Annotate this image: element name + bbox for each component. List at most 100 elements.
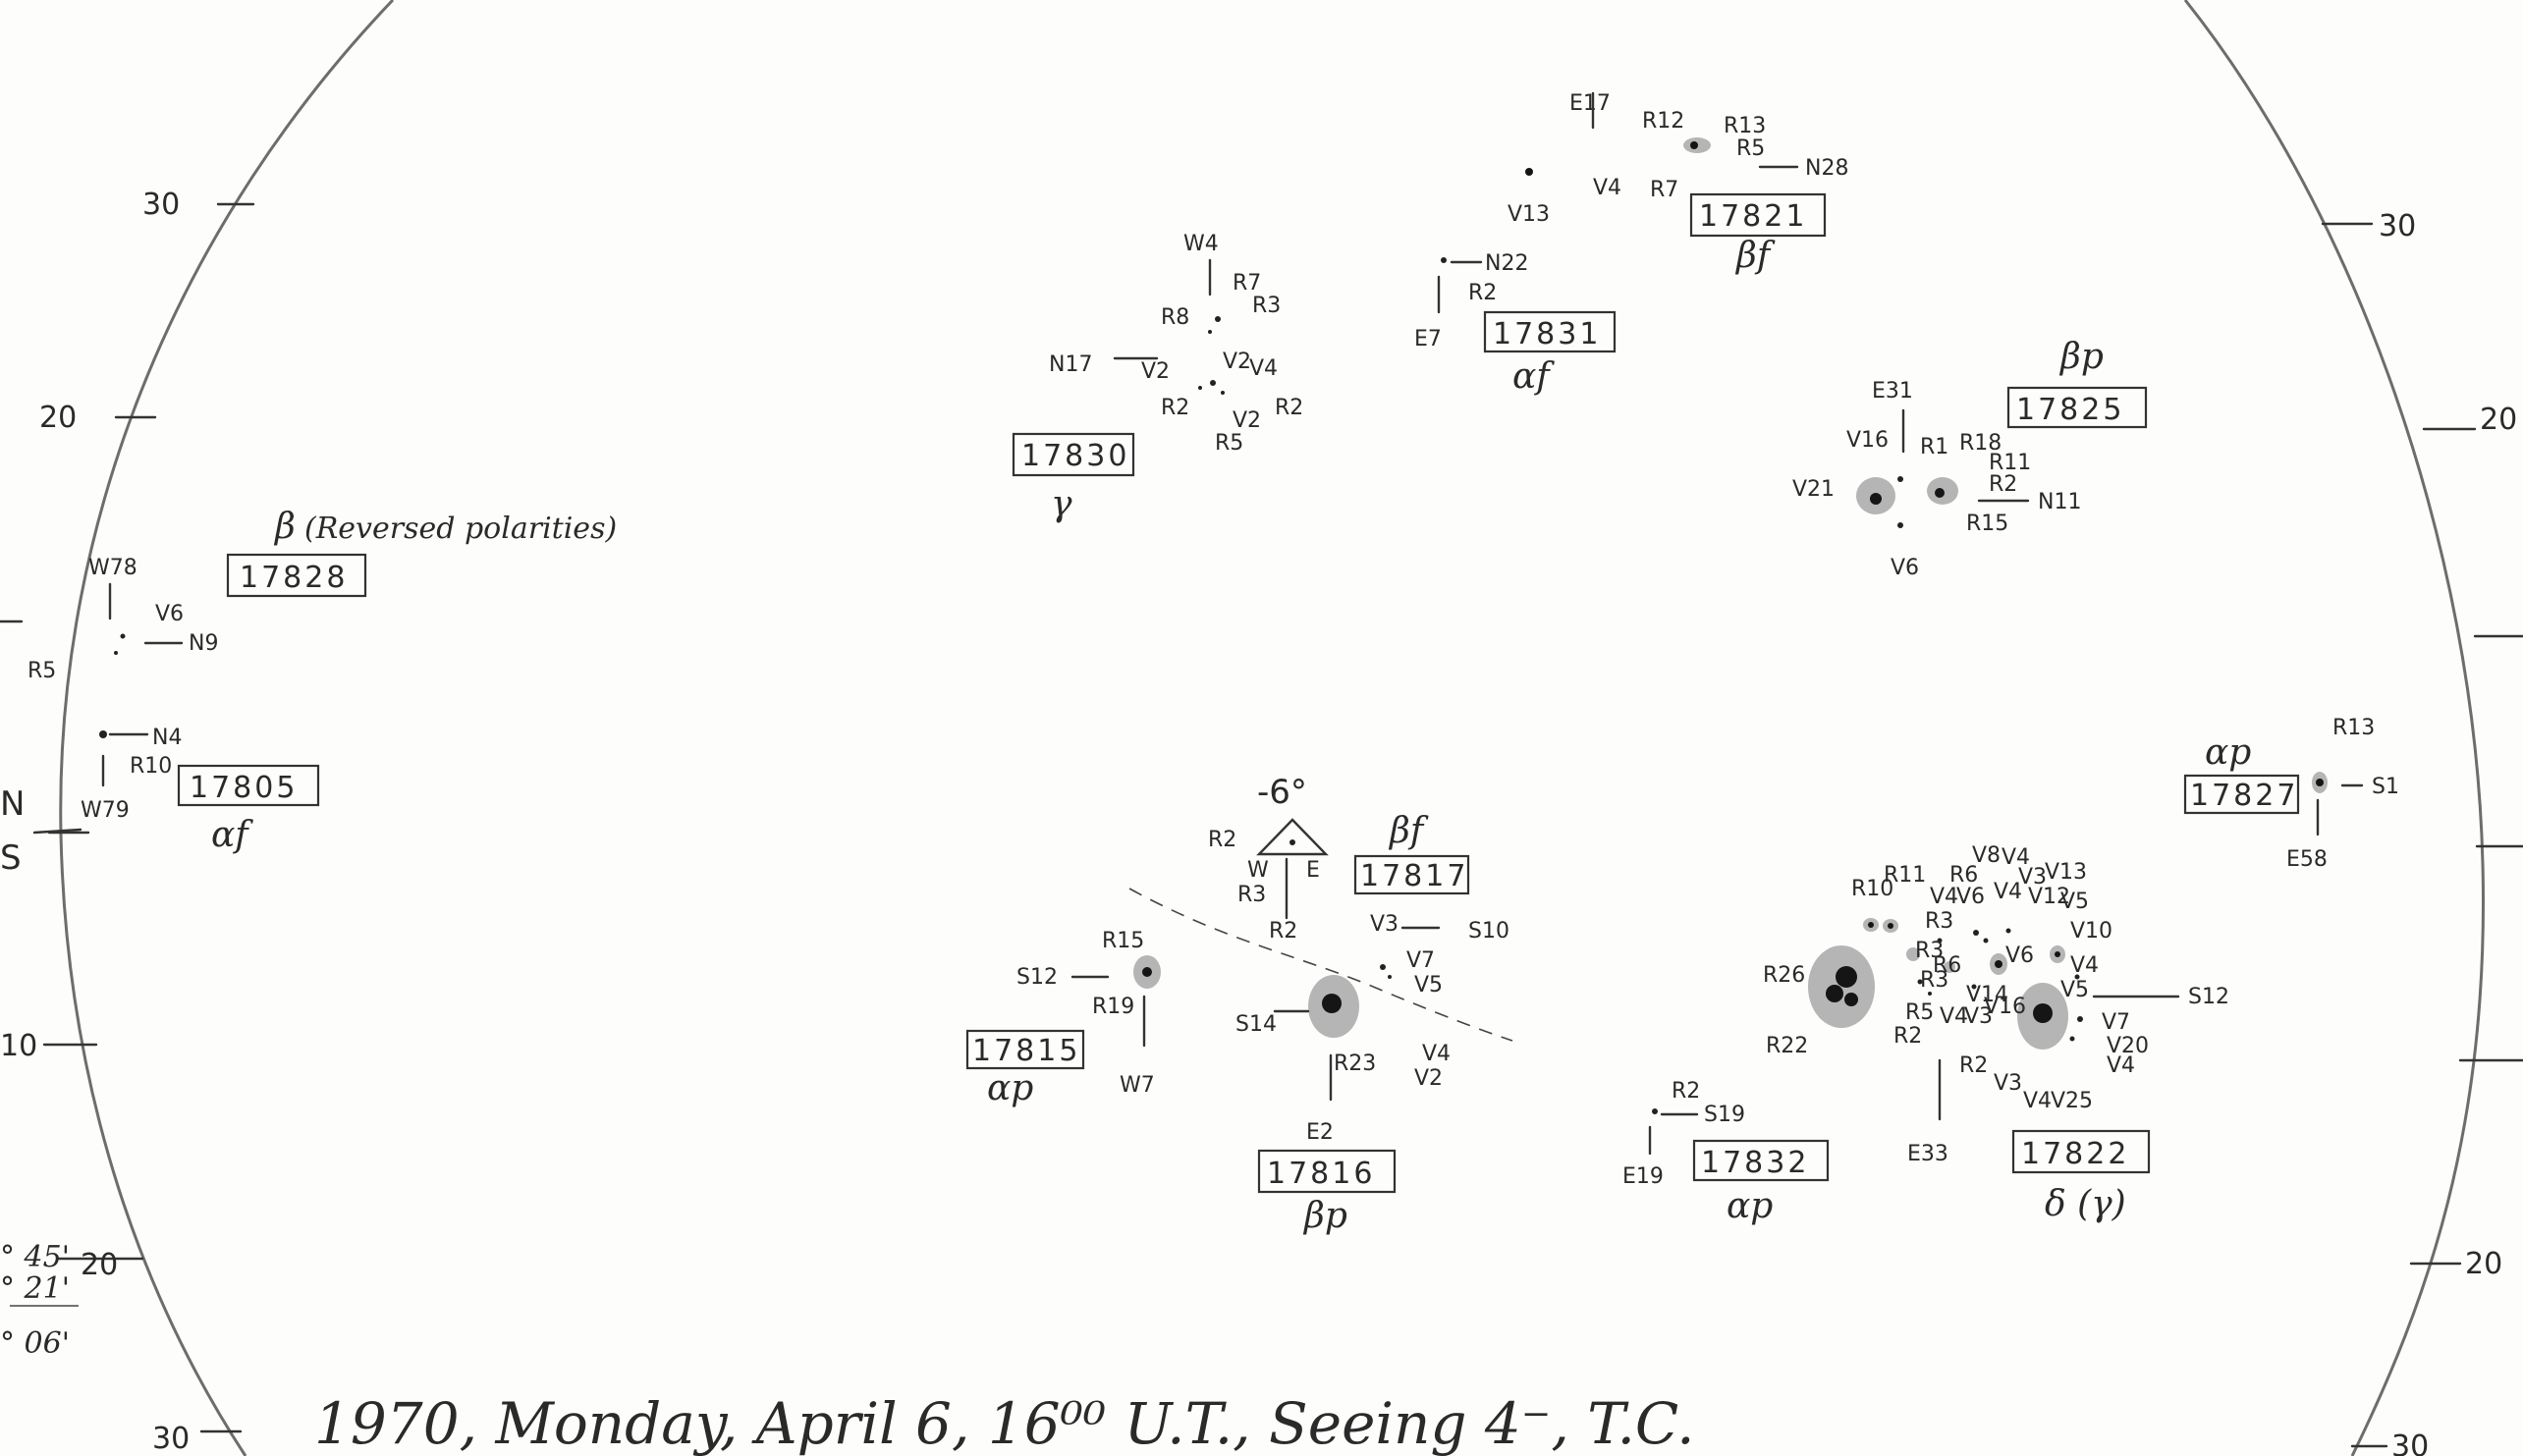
spot-label: R2 xyxy=(1468,281,1497,305)
spot-label: R13 xyxy=(1724,114,1766,138)
spot-label: R2 xyxy=(1672,1079,1700,1104)
region-number: 17815 xyxy=(972,1034,1080,1068)
spot-label: V16 xyxy=(1984,995,2026,1019)
region-lat: S19 xyxy=(1704,1103,1745,1127)
spot-label: V6 xyxy=(1891,556,1919,580)
spot-label: V16 xyxy=(1846,428,1889,453)
region-lat: N4 xyxy=(152,726,182,750)
region-class: β xyxy=(273,507,296,547)
solar-limb-right xyxy=(2183,0,2485,1456)
region-lon: E7 xyxy=(1414,327,1442,351)
spot-label: V25 xyxy=(2051,1089,2093,1113)
direction-indicator: -6° W E xyxy=(1247,773,1329,920)
spot-label: V8 xyxy=(1972,843,2001,868)
region-number: 17821 xyxy=(1699,199,1807,234)
spot-label: V5 xyxy=(2060,978,2089,1002)
spot-label: R2 xyxy=(1989,472,2017,497)
region-lat: S12 xyxy=(1016,965,1058,990)
region-class: αp xyxy=(1727,1186,1773,1226)
grid-label: 20 xyxy=(2480,403,2517,437)
region-class: βp xyxy=(1302,1196,1347,1236)
spot-label: R3 xyxy=(1915,939,1944,963)
spot-label: V4 xyxy=(1422,1042,1451,1066)
spot-label: R23 xyxy=(1334,1052,1376,1076)
grid-label: 30 xyxy=(2391,1429,2429,1456)
spot-label: R3 xyxy=(1252,294,1281,318)
grid-label: 20 xyxy=(2465,1247,2502,1281)
spot-label: V3 xyxy=(2018,865,2047,890)
region-17825: βp 17825 E31 V16 R1 R18 R11 V21 R2 R15 V… xyxy=(1792,337,2148,580)
spot-label: V10 xyxy=(2070,919,2112,944)
region-class: αp xyxy=(987,1068,1033,1108)
angle-note: ° 06' xyxy=(0,1326,70,1361)
spot-label: V13 xyxy=(1508,202,1550,227)
spot-label: R3 xyxy=(1925,909,1953,934)
region-17805: N4 R10 W79 17805 αf xyxy=(81,726,320,855)
spot-label: V4 xyxy=(2023,1089,2052,1113)
region-17831: N22 R2 E7 17831 αf xyxy=(1414,251,1617,397)
region-number: 17827 xyxy=(2190,779,2298,813)
region-lon: W78 xyxy=(88,556,137,580)
region-17830: W4 N17 R7 R3 R8 V2 V4 V2 R2 R2 V2 R5 178… xyxy=(1012,232,1303,524)
region-number: 17822 xyxy=(2021,1137,2129,1171)
region-number: 17805 xyxy=(190,771,298,805)
region-number: 17817 xyxy=(1360,859,1468,893)
grid-ticks-left: 30 20 10 20 30 xyxy=(0,188,255,1456)
spot-label: R7 xyxy=(1650,178,1678,202)
spot-label: V6 xyxy=(1956,885,1985,909)
region-number: 17825 xyxy=(2016,393,2124,427)
region-class: γ xyxy=(1051,484,1072,524)
region-lon: W7 xyxy=(1120,1073,1155,1098)
spot-label: V4 xyxy=(2002,845,2030,870)
spot-label: V7 xyxy=(2102,1010,2130,1035)
spot-label: V4 xyxy=(1249,356,1278,381)
region-lon: E58 xyxy=(2286,847,2328,872)
spot-label: V6 xyxy=(155,602,184,626)
spot-label: R1 xyxy=(1920,435,1948,459)
region-lon: E17 xyxy=(1569,91,1611,116)
region-17832: R2 S19 E19 17832 αp xyxy=(1622,1079,1830,1226)
spot-label: R2 xyxy=(1161,396,1189,420)
region-lat: S12 xyxy=(2188,985,2229,1009)
region-number: 17832 xyxy=(1701,1146,1809,1180)
region-class: δ (γ) xyxy=(2045,1184,2126,1224)
region-lat: N17 xyxy=(1049,352,1092,377)
angle-notes: ° 45' ° 21' ° 06' xyxy=(0,1240,79,1361)
region-number: 17828 xyxy=(240,561,348,595)
observation-caption: 1970, Monday, April 6, 16⁰⁰ U.T., Seeing… xyxy=(314,1390,1695,1456)
spot-label: R3 xyxy=(1920,968,1948,993)
spot-label: R5 xyxy=(27,659,56,683)
region-lon: W4 xyxy=(1183,232,1219,256)
region-lat: N11 xyxy=(2038,490,2081,514)
spot-label: R26 xyxy=(1763,963,1805,988)
spot-label: R5 xyxy=(1905,1000,1934,1025)
north-label: N xyxy=(0,784,25,824)
spot-label: V13 xyxy=(2045,860,2087,885)
spot-label: V4 xyxy=(2070,953,2099,978)
spot-label: R8 xyxy=(1161,305,1189,330)
region-17816: S14 R23 E2 17816 βp xyxy=(1235,975,1397,1236)
spot-label: R5 xyxy=(1736,136,1765,161)
region-class: αp xyxy=(2205,732,2251,773)
spot-label: V2 xyxy=(1233,408,1261,433)
grid-label: 30 xyxy=(2379,209,2416,243)
spot-label: V3 xyxy=(1370,912,1399,937)
spot-label: R2 xyxy=(1269,919,1297,944)
spot-label: R2 xyxy=(1893,1024,1922,1049)
grid-label: 10 xyxy=(0,1029,37,1063)
spot-label: R10 xyxy=(130,754,172,779)
spot-label: R19 xyxy=(1092,995,1134,1019)
spot-label: R11 xyxy=(1989,451,2031,475)
spot-label: V4 xyxy=(1994,880,2022,904)
region-17821: E17 R12 R13 R5 V4 R7 V13 N28 17821 βf xyxy=(1508,91,1848,276)
grid-ticks-right: 30 20 20 30 xyxy=(2321,209,2523,1456)
region-lat: S1 xyxy=(2372,775,2399,799)
spot-label: V5 xyxy=(1414,973,1443,998)
region-lat: N22 xyxy=(1485,251,1528,276)
spot-label: R7 xyxy=(1233,271,1261,296)
spot-label: R15 xyxy=(1966,512,2008,536)
region-lat: S10 xyxy=(1468,919,1509,944)
spot-label: V7 xyxy=(1406,948,1435,973)
